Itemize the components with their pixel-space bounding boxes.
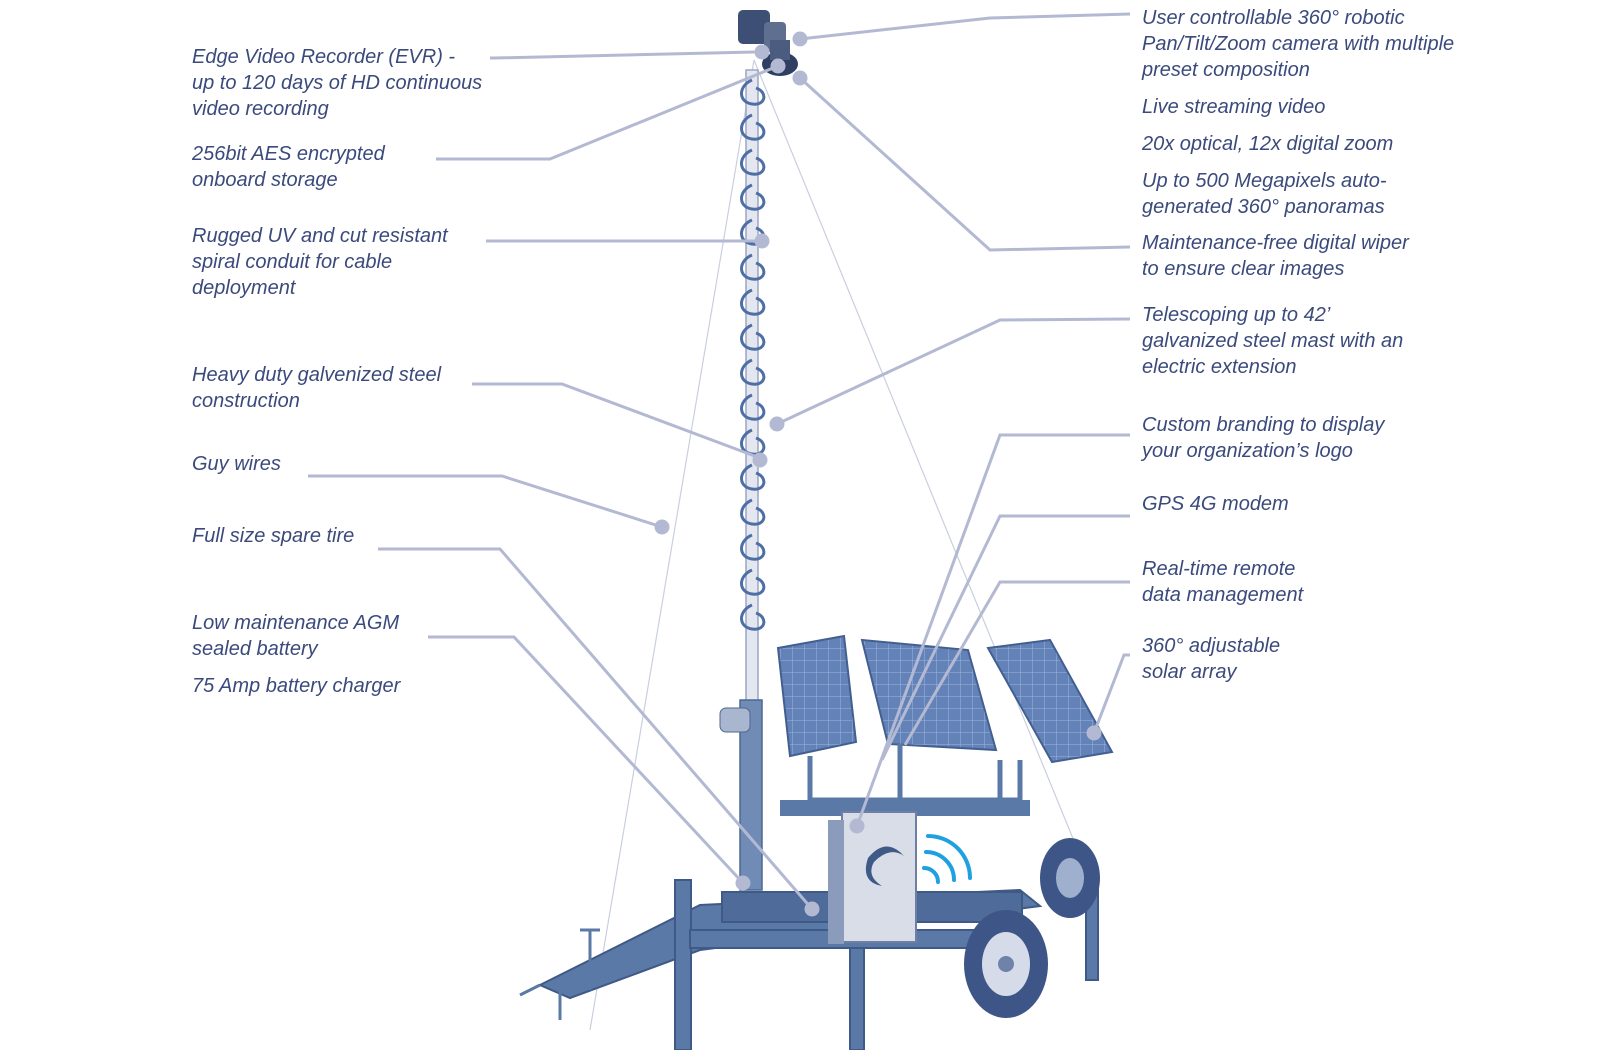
callout-line: Live streaming video bbox=[1142, 94, 1454, 120]
leader-line-steel bbox=[472, 384, 760, 458]
callout-line: Telescoping up to 42’ bbox=[1142, 302, 1403, 328]
callout-line: generated 360° panoramas bbox=[1142, 194, 1454, 220]
callout-line: Real-time remote bbox=[1142, 556, 1303, 582]
callout-dot-aes bbox=[771, 59, 786, 74]
callout-mast: Telescoping up to 42’galvanized steel ma… bbox=[1142, 302, 1403, 380]
callout-line: 20x optical, 12x digital zoom bbox=[1142, 131, 1454, 157]
callout-line: Custom branding to display bbox=[1142, 412, 1384, 438]
callout-line: User controllable 360° robotic bbox=[1142, 5, 1454, 31]
control-box bbox=[828, 812, 916, 944]
callout-line: sealed battery bbox=[192, 636, 400, 662]
callout-line: Full size spare tire bbox=[192, 523, 354, 549]
callout-dot-camera bbox=[793, 32, 808, 47]
callout-line: Low maintenance AGM bbox=[192, 610, 400, 636]
callout-line: Pan/Tilt/Zoom camera with multiple bbox=[1142, 31, 1454, 57]
callout-line: galvanized steel mast with an bbox=[1142, 328, 1403, 354]
callout-line: 360° adjustable bbox=[1142, 633, 1280, 659]
callout-dot-mast bbox=[770, 417, 785, 432]
ptz-camera bbox=[738, 10, 798, 76]
callout-dot-branding bbox=[850, 819, 865, 834]
callout-tire: Full size spare tire bbox=[192, 523, 354, 549]
leader-line-evr bbox=[490, 52, 755, 58]
wireless-signal-icon bbox=[924, 836, 970, 882]
callout-line: data management bbox=[1142, 582, 1303, 608]
callout-line: Guy wires bbox=[192, 451, 281, 477]
callout-guy: Guy wires bbox=[192, 451, 281, 477]
callout-line: Rugged UV and cut resistant bbox=[192, 223, 448, 249]
callout-line: 256bit AES encrypted bbox=[192, 141, 385, 167]
callout-line: spiral conduit for cable bbox=[192, 249, 448, 275]
leader-line-aes bbox=[436, 66, 778, 159]
callout-line: construction bbox=[192, 388, 441, 414]
callout-line: onboard storage bbox=[192, 167, 385, 193]
leader-line-battery bbox=[428, 637, 743, 883]
solar-array bbox=[778, 636, 1112, 816]
callout-line: up to 120 days of HD continuous bbox=[192, 70, 482, 96]
callout-line: Maintenance-free digital wiper bbox=[1142, 230, 1409, 256]
callout-line: preset composition bbox=[1142, 57, 1454, 83]
callout-line: deployment bbox=[192, 275, 448, 301]
leader-line-solar bbox=[1094, 655, 1130, 733]
callout-leader-lines bbox=[308, 14, 1130, 909]
callout-line: GPS 4G modem bbox=[1142, 491, 1289, 517]
callout-dots bbox=[655, 32, 1102, 917]
callout-line: video recording bbox=[192, 96, 482, 122]
wheels bbox=[964, 838, 1100, 1018]
callout-line: Heavy duty galvenized steel bbox=[192, 362, 441, 388]
callout-dot-solar bbox=[1087, 726, 1102, 741]
callout-evr: Edge Video Recorder (EVR) -up to 120 day… bbox=[192, 44, 482, 122]
callout-dot-guy bbox=[655, 520, 670, 535]
callout-dot-wiper bbox=[793, 71, 808, 86]
callout-line: to ensure clear images bbox=[1142, 256, 1409, 282]
callout-line: solar array bbox=[1142, 659, 1280, 685]
callout-line: 75 Amp battery charger bbox=[192, 673, 400, 699]
leader-line-camera bbox=[800, 14, 1130, 39]
callout-dot-battery bbox=[736, 876, 751, 891]
callout-gps: GPS 4G modem bbox=[1142, 491, 1289, 517]
callout-dot-steel bbox=[753, 453, 768, 468]
leader-line-wiper bbox=[800, 78, 1130, 250]
callout-dot-conduit bbox=[755, 234, 770, 249]
callout-dot-tire bbox=[805, 902, 820, 917]
leader-line-guy bbox=[308, 476, 662, 527]
callout-line: Up to 500 Megapixels auto- bbox=[1142, 168, 1454, 194]
callout-dot-evr bbox=[755, 45, 770, 60]
callout-line: Edge Video Recorder (EVR) - bbox=[192, 44, 482, 70]
leader-line-mast bbox=[777, 319, 1130, 424]
callout-line: your organization’s logo bbox=[1142, 438, 1384, 464]
callout-line: electric extension bbox=[1142, 354, 1403, 380]
